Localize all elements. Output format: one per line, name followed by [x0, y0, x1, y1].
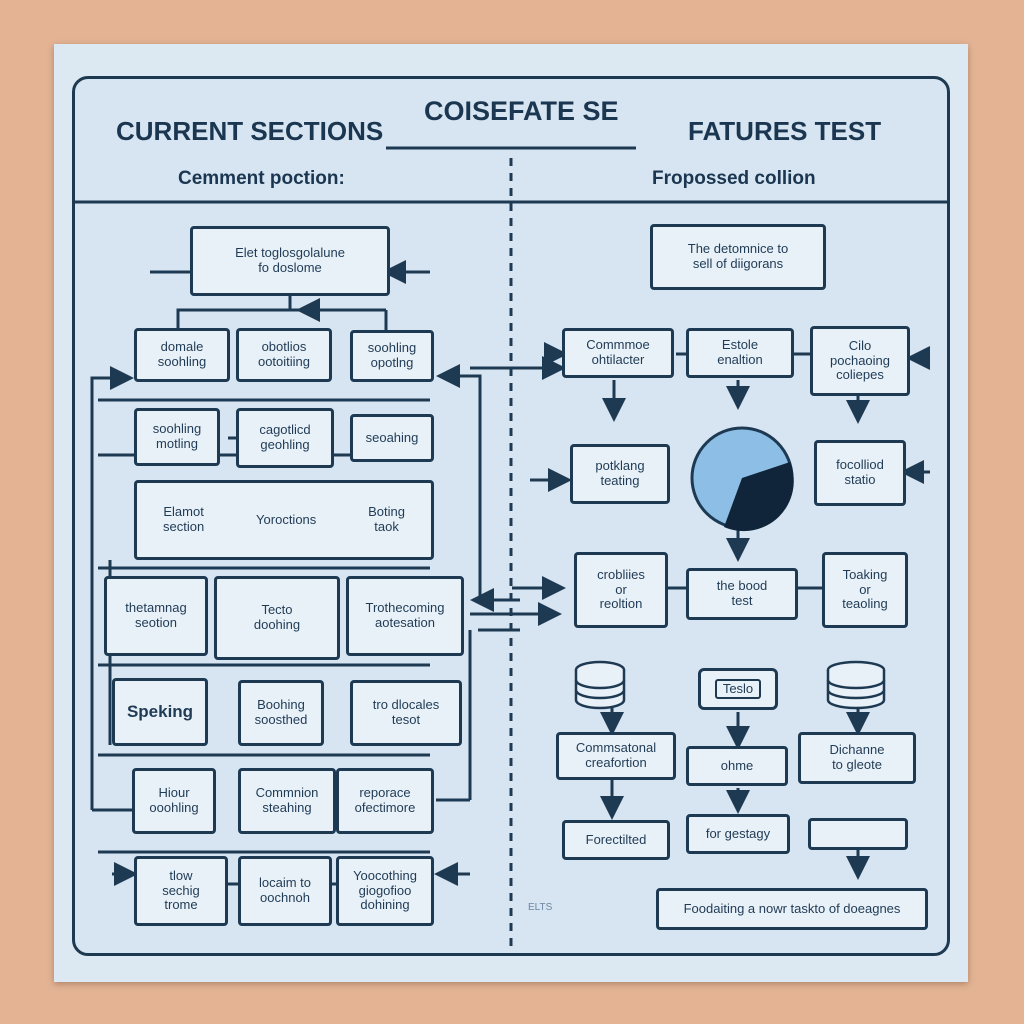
right-row3-box-2: the bood test	[686, 568, 798, 620]
left-row1-box-2: obotlios ootoitiing	[236, 328, 332, 382]
left-row5-box-1: Hiour ooohling	[132, 768, 216, 834]
left-row2-box-1: soohling motling	[134, 408, 220, 466]
left-row6-box-3: Yoocothing giogofioo dohining	[336, 856, 434, 926]
left-row4-box-3: tro dlocales tesot	[350, 680, 462, 746]
left-row1-box-1: domale soohling	[134, 328, 230, 382]
center-title: COISEFATE SE	[424, 96, 619, 126]
wide-box-label-a: Elamot section	[163, 504, 205, 534]
right-top-box: The detomnice to sell of diigorans	[650, 224, 826, 290]
left-row5-box-3: reporace ofectimore	[336, 768, 434, 834]
right-title: FATURES TEST	[688, 116, 882, 146]
database-icon	[826, 660, 886, 710]
right-row5-box-2: for gestagy	[686, 814, 790, 854]
left-row1-box-3: soohling opotlng	[350, 330, 434, 382]
left-subtitle: Cemment poction:	[178, 168, 345, 189]
left-row2-box-3: seoahing	[350, 414, 434, 462]
left-row2-box-2: cagotlicd geohling	[236, 408, 334, 468]
database-icon	[574, 660, 626, 710]
left-row4-box-1: Speking	[112, 678, 208, 746]
right-row3-box-3: Toaking or teaoling	[822, 552, 908, 628]
left-row3-box-1: thetamnag seotion	[104, 576, 208, 656]
right-row1-box-1: Commmoe ohtilacter	[562, 328, 674, 378]
left-row4-box-2: Boohing soosthed	[238, 680, 324, 746]
right-bottom-box: Foodaiting a nowr taskto of doeagnes	[656, 888, 928, 930]
right-row4-box-1: Commsatonal creafortion	[556, 732, 676, 780]
right-row2-box-2: focolliod statio	[814, 440, 906, 506]
wide-box-label-c: Boting taok	[368, 504, 405, 534]
connector	[176, 296, 292, 330]
right-row3-box-1: crobliies or reoltion	[574, 552, 668, 628]
right-subtitle: Fropossed collion	[652, 168, 816, 189]
right-row2-box-1: potklang teating	[570, 444, 670, 504]
wide-box-label-b: Yoroctions	[256, 511, 317, 527]
right-row5-box-3	[808, 818, 908, 850]
left-row3-box-2: Tecto doohing	[214, 576, 340, 660]
left-title: CURRENT SECTIONS	[116, 116, 384, 146]
left-row3-box-3: Trothecoming aotesation	[346, 576, 464, 656]
connector-arrow	[436, 364, 482, 600]
left-row5-box-2: Commnion steahing	[238, 768, 336, 834]
right-row4-box-3: Dichanne to gleote	[798, 732, 916, 784]
left-row6-box-1: tlow sechig trome	[134, 856, 228, 926]
left-top-box: Elet toglosgolalune fo doslome	[190, 226, 390, 296]
left-rail-arrow	[90, 366, 134, 810]
pie-chart-icon	[690, 426, 794, 532]
right-row4-box-2: ohme	[686, 746, 788, 786]
right-row5-box-1: Forectilted	[562, 820, 670, 860]
right-row1-box-2: Estole enaltion	[686, 328, 794, 378]
left-row6-box-2: locaim to oochnoh	[238, 856, 332, 926]
left-wide-box: Elamot section Yoroctions Boting taok	[134, 480, 434, 560]
watermark-logo: ELTS	[528, 902, 553, 913]
right-row1-box-3: Cilo pochaoing coliepes	[810, 326, 910, 396]
teslo-tag: Teslo	[698, 668, 778, 710]
